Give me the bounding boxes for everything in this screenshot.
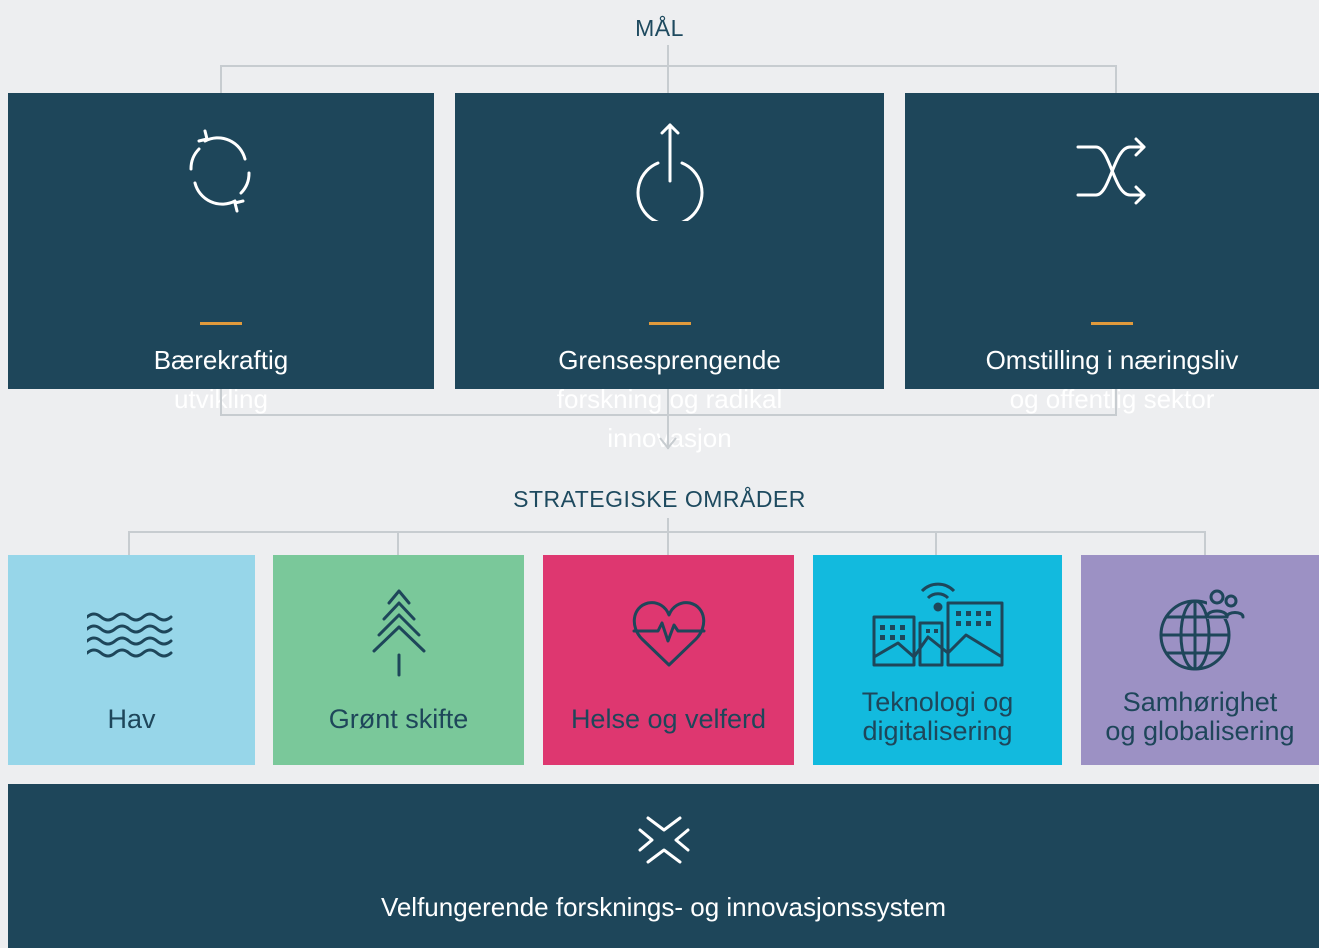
goals-title: MÅL [635,15,684,41]
connector-line [1204,531,1206,555]
converging-arrows-icon [638,816,690,864]
area-label: Helse og velferd [570,704,767,734]
accent-dash [648,322,691,325]
accent-dash [200,322,242,325]
connector-line [220,65,1117,67]
area-card-teknologi: Teknologi og digitalisering [813,555,1062,765]
area-label: Hav [107,704,156,734]
waves-icon [86,612,172,658]
smart-city-icon [872,582,1003,667]
accent-dash [1091,322,1133,325]
areas-title: STRATEGISKE OMRÅDER [513,486,806,512]
area-card-gront-skifte: Grønt skifte [273,555,524,765]
connector-line [667,518,669,555]
area-label: Grønt skifte [328,704,469,734]
connector-line [1115,65,1117,93]
connector-line [220,389,222,416]
recycle-arrows-icon [189,129,251,213]
shuffle-icon [1076,137,1146,205]
connector-line [1115,389,1117,416]
area-card-samhorighet: Samhørighet og globalisering [1081,555,1319,765]
goal-card-radical-innovation: Grensesprengende forskning og radikal in… [455,93,884,453]
foundation-label: Velfungerende forsknings- og innovasjons… [380,892,947,922]
goal-label: Grensesprengende forskning og radikal in… [556,345,783,453]
area-label: Samhørighet og globalisering [1105,687,1295,746]
connector-line [667,45,669,93]
connector-line [220,65,222,93]
goal-card-transition: Omstilling i næringsliv og offentlig sek… [905,93,1319,414]
pine-tree-icon [372,589,425,677]
goal-label: Omstilling i næringsliv og offentlig sek… [985,345,1239,414]
area-card-helse: Helse og velferd [543,555,794,765]
heartbeat-icon [632,601,705,667]
foundation-card: Velfungerende forsknings- og innovasjons… [8,784,1319,948]
power-upload-icon [636,123,703,221]
connector-line [935,531,937,555]
down-arrow-icon [659,437,677,450]
globe-people-icon [1159,589,1245,671]
area-label: Teknologi og digitalisering [861,687,1014,746]
area-card-hav: Hav [8,555,255,765]
connector-line [667,389,669,449]
connector-line [397,531,399,555]
goal-card-sustainable: Bærekraftig utvikling [8,93,434,414]
connector-line [128,531,130,555]
